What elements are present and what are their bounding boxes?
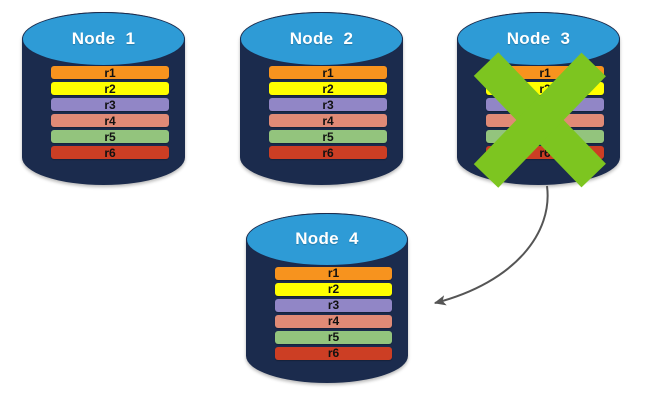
node-4-row-r1[interactable]: r1: [275, 266, 392, 280]
node-2-row-r6[interactable]: r6: [269, 146, 387, 160]
node-2-row-r1[interactable]: r1: [269, 66, 387, 80]
node-1-row-r3[interactable]: r3: [51, 98, 169, 112]
node-2-rows: r1 r2 r3 r4 r5 r6: [269, 66, 387, 176]
node-2-row-r3[interactable]: r3: [269, 98, 387, 112]
node-2-row-r4[interactable]: r4: [269, 114, 387, 128]
node-1-row-r5[interactable]: r5: [51, 130, 169, 144]
node-3-row-r5[interactable]: r5: [486, 130, 604, 144]
node-4[interactable]: Node 4 r1 r2 r3 r4 r5 r6: [246, 213, 408, 383]
node-3-row-r1[interactable]: r1: [486, 66, 604, 80]
node-1-row-r6[interactable]: r6: [51, 146, 169, 160]
node-1-label: Node 1: [71, 28, 136, 48]
node-1-row-r1[interactable]: r1: [51, 66, 169, 80]
node-1-row-r4[interactable]: r4: [51, 114, 169, 128]
node-1-row-r2[interactable]: r2: [51, 82, 169, 96]
node-3-row-r6[interactable]: r6: [486, 146, 604, 160]
node-1-rows: r1 r2 r3 r4 r5 r6: [51, 66, 169, 176]
node-2[interactable]: Node 2 r1 r2 r3 r4 r5 r6: [240, 12, 403, 185]
replication-arrow: [433, 185, 549, 306]
node-4-cylinder-top: [246, 213, 408, 266]
node-3[interactable]: Node 3 r1 r2 r3 r4 r5 r6: [457, 12, 620, 188]
node-4-row-r4[interactable]: r4: [275, 314, 392, 328]
node-4-row-r2[interactable]: r2: [275, 282, 392, 296]
node-4-row-r5[interactable]: r5: [275, 330, 392, 344]
node-2-row-r5[interactable]: r5: [269, 130, 387, 144]
node-3-label: Node 3: [506, 28, 571, 48]
node-3-rows: r1 r2 r3 r4 r5 r6: [486, 66, 604, 176]
node-3-row-r3[interactable]: r3: [486, 98, 604, 112]
node-2-row-r2[interactable]: r2: [269, 82, 387, 96]
node-3-row-r2[interactable]: r2: [486, 82, 604, 96]
node-2-label: Node 2: [289, 28, 354, 48]
node-4-row-r3[interactable]: r3: [275, 298, 392, 312]
node-1[interactable]: Node 1 r1 r2 r3 r4 r5 r6: [22, 12, 185, 185]
node-1-cylinder-top: [22, 12, 185, 66]
node-4-label: Node 4: [295, 229, 359, 249]
node-3-row-r4[interactable]: r4: [486, 114, 604, 128]
node-4-row-r6[interactable]: r6: [275, 346, 392, 360]
node-4-rows: r1 r2 r3 r4 r5 r6: [275, 266, 392, 375]
node-2-cylinder-top: [240, 12, 403, 66]
